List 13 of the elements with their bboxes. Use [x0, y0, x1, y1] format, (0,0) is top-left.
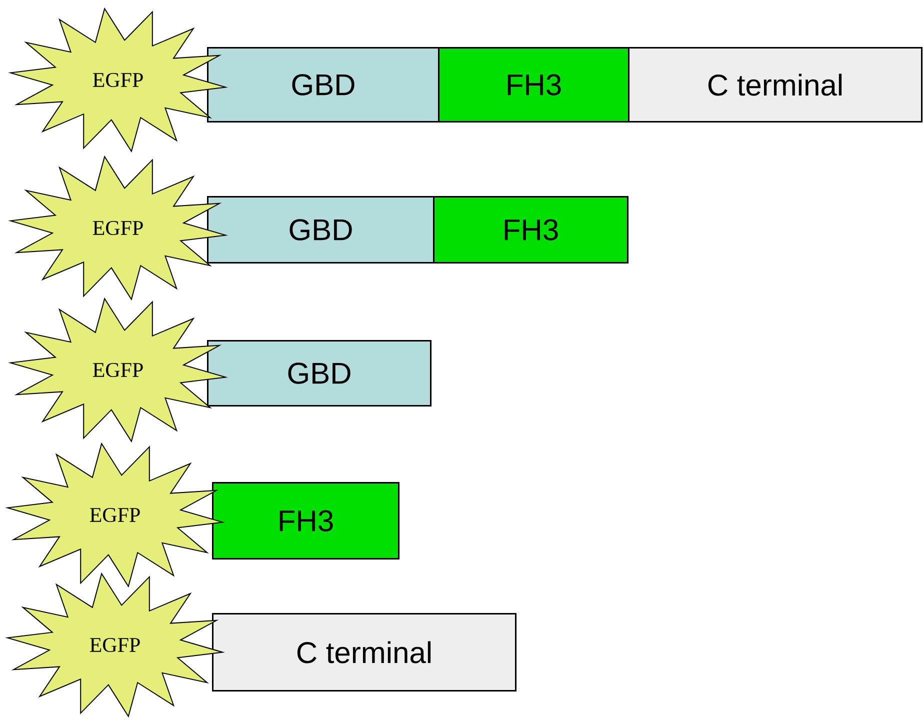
domain-box: FH3 [438, 47, 630, 122]
domain-box: C terminal [628, 47, 922, 122]
domain-box: FH3 [433, 196, 628, 264]
domain-box: C terminal [212, 613, 516, 692]
domain-box: FH3 [212, 482, 400, 560]
tag-label: EGFP [90, 638, 140, 652]
tag-label: EGFP [90, 508, 140, 522]
tag-label: EGFP [92, 220, 143, 236]
tag-label: EGFP [92, 362, 143, 378]
domain-box: GBD [207, 196, 434, 264]
domain-box: GBD [207, 340, 432, 406]
domain-box: GBD [207, 47, 440, 122]
tag-label: EGFP [92, 72, 143, 88]
